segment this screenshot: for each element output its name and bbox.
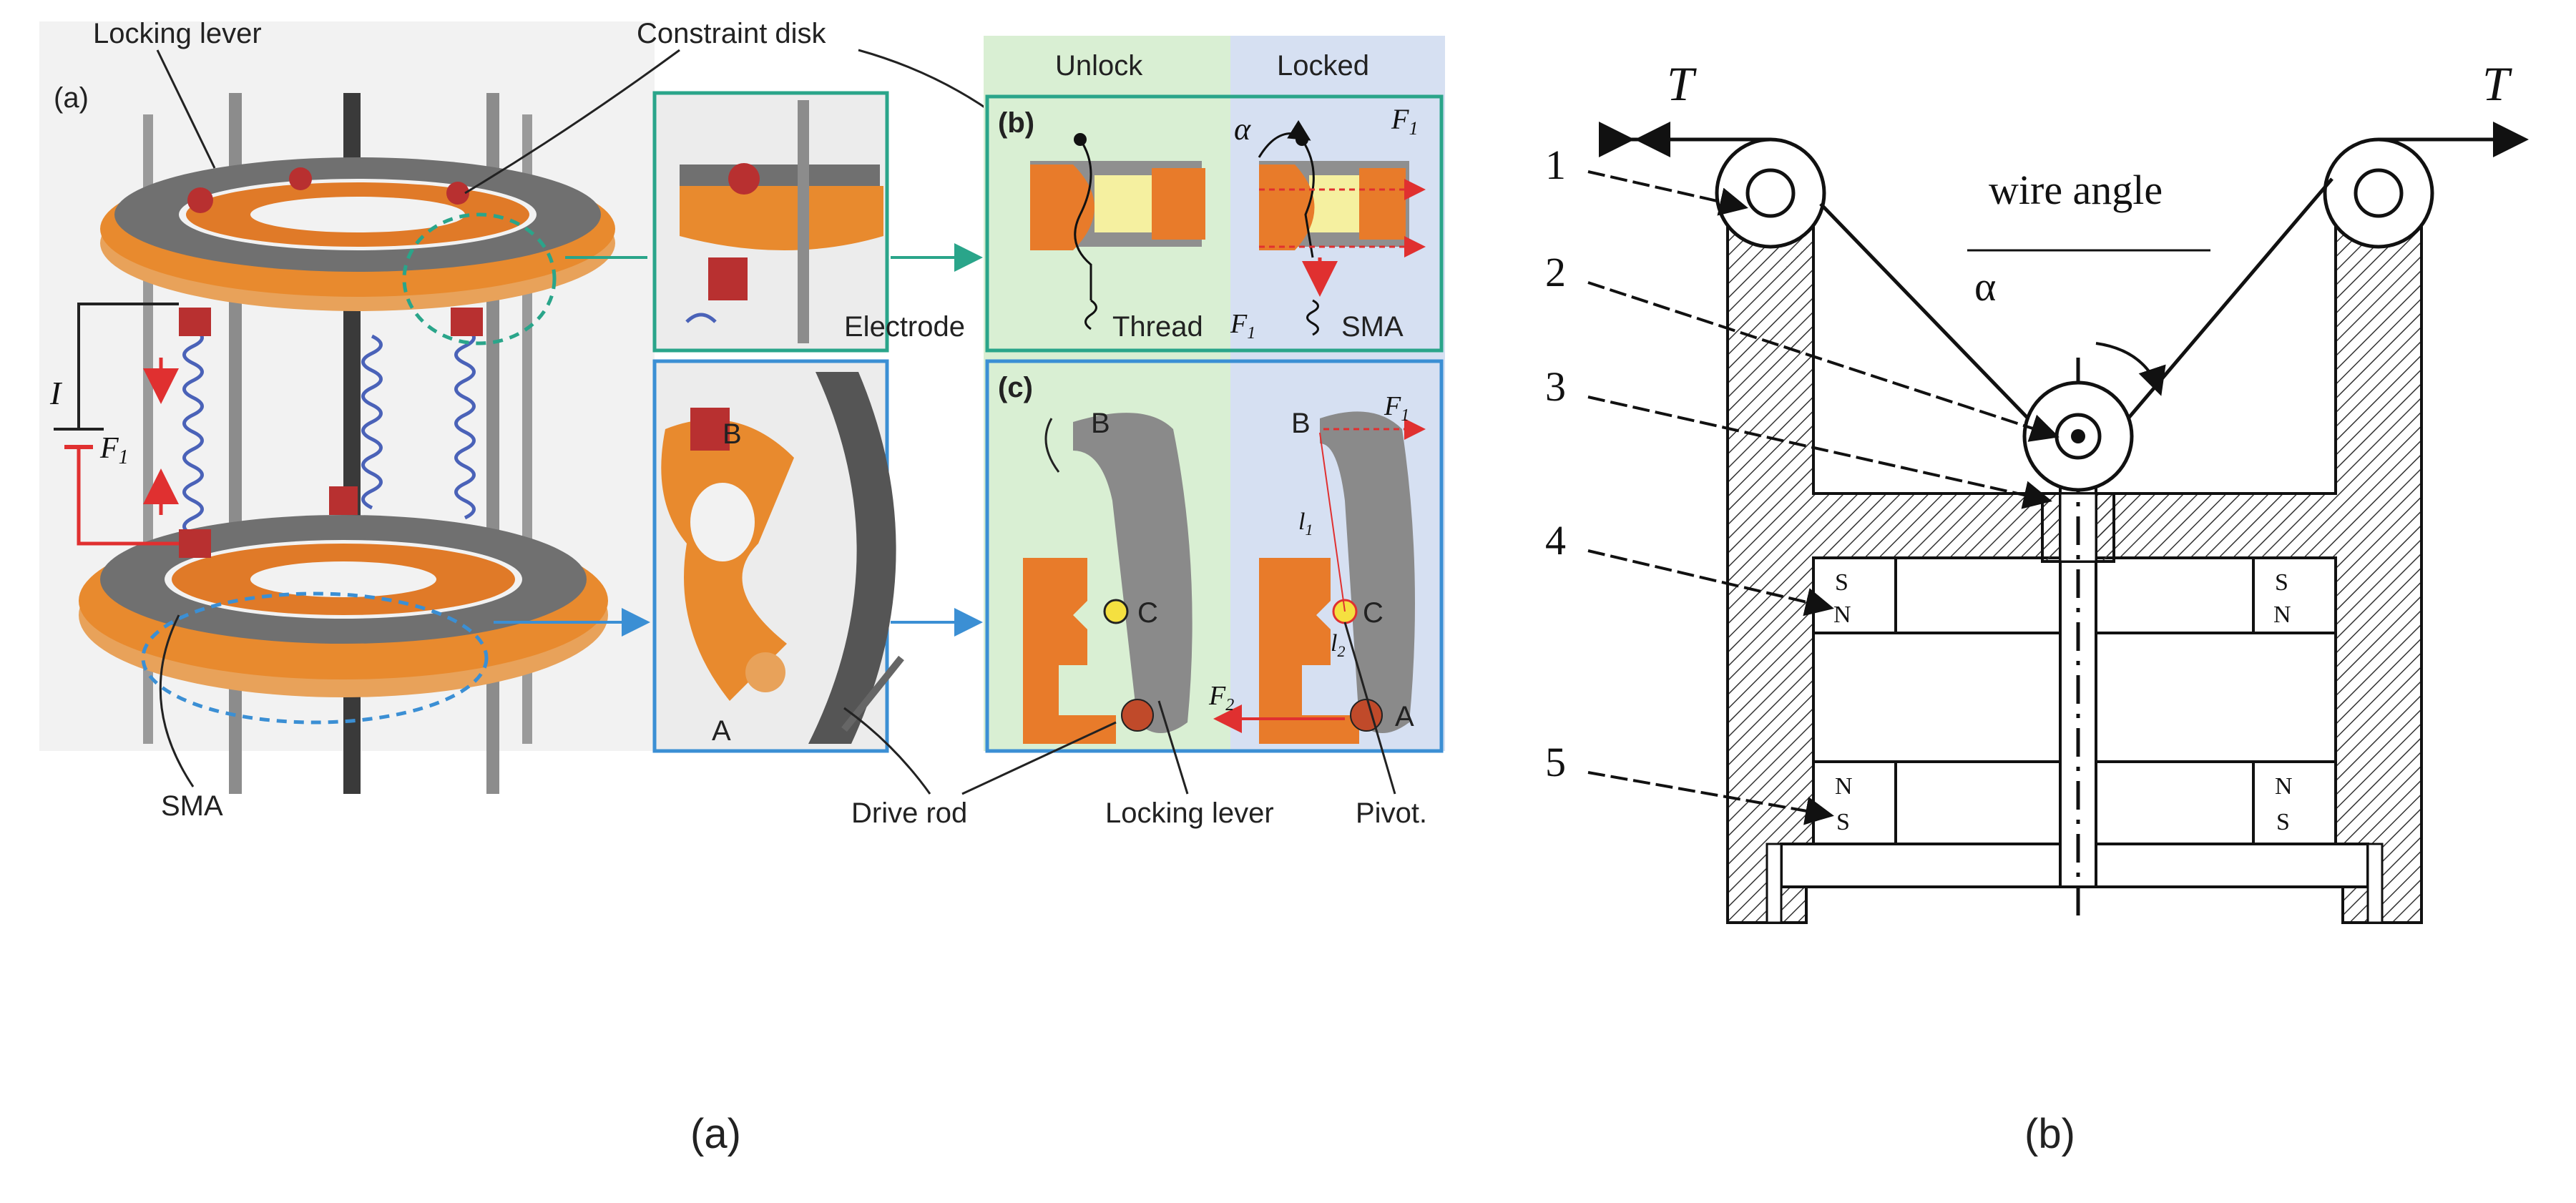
panel-a-label: (a) <box>54 82 89 114</box>
unlock-thread-mechanism <box>1030 133 1205 300</box>
locked-lever-mechanism <box>1213 411 1426 744</box>
panel-c-frame <box>985 359 1444 753</box>
locked-thread-mechanism <box>1258 119 1426 297</box>
wire-angle-label: wire angle <box>1989 167 2163 213</box>
top-constraint-disk <box>100 157 615 311</box>
zoom-detail-bottom <box>652 359 904 753</box>
magnet-bottom-left-s: S <box>1836 809 1850 835</box>
length-l1: l1 <box>1298 509 1313 539</box>
constraint-disk-label: Constraint disk <box>637 18 827 49</box>
point-c-locked: C <box>1363 597 1384 629</box>
wire-alpha-label: α <box>1974 263 1996 310</box>
unlock-header: Unlock <box>1055 50 1143 82</box>
wire-angle-arc <box>2095 342 2166 396</box>
locked-header: Locked <box>1277 50 1369 82</box>
left-pulley <box>1715 137 1826 249</box>
caption-left: (a) <box>690 1111 741 1157</box>
magnet-bottom-right-n: N <box>2275 773 2293 800</box>
constraint-disk-leader <box>464 49 680 195</box>
callout-2-leader <box>1587 281 2060 442</box>
panel-b-label: (b) <box>998 107 1034 139</box>
callout-4: 4 <box>1545 517 1566 564</box>
thread-spring-unlock <box>1084 299 1097 330</box>
drive-rod-leader <box>961 721 1117 795</box>
tension-label-left: T <box>1667 57 1697 111</box>
pivot-label: Pivot. <box>1356 797 1427 829</box>
wire-right-span <box>2127 177 2333 420</box>
center-pulley <box>2022 380 2134 492</box>
callout-5: 5 <box>1545 739 1566 785</box>
locking-lever-bottom-label: Locking lever <box>1105 797 1274 829</box>
magnet-top-left <box>1812 556 1897 634</box>
alpha-symbol: α <box>1234 112 1251 147</box>
force-f1-locked-b: F1 <box>1391 103 1418 139</box>
point-b-locked: B <box>1291 408 1311 439</box>
point-b-unlock: B <box>1091 408 1110 439</box>
callout-2: 2 <box>1545 249 1566 295</box>
top-lever-block <box>179 308 211 336</box>
force-f1-spring-b: F1 <box>1230 309 1255 343</box>
unlock-lever-mechanism <box>1023 413 1192 744</box>
zoom-point-b: B <box>723 418 742 450</box>
magnet-top-right-s: S <box>2275 569 2288 596</box>
base-right-foot <box>2366 843 2384 924</box>
magnet-top-right-n: N <box>2273 602 2291 628</box>
point-c-unlock: C <box>1137 597 1158 629</box>
right-figure: S N S N N S N S <box>1545 57 2529 924</box>
caption-right: (b) <box>2024 1111 2075 1157</box>
magnet-bottom-left <box>1812 760 1897 845</box>
panel-c-label: (c) <box>998 372 1033 403</box>
base-left-foot <box>1766 843 1783 924</box>
point-a-locked: A <box>1395 701 1414 732</box>
magnet-top-left-s: S <box>1835 569 1848 596</box>
electrode-label: Electrode <box>844 311 965 343</box>
drive-rod-leader-2 <box>843 707 931 795</box>
force-f1-locked-c: F1 <box>1384 391 1409 425</box>
electrical-circuit <box>54 303 179 546</box>
panel-b-frame <box>985 94 1444 353</box>
callout-4-leader <box>1587 549 1834 617</box>
callout-5-leader <box>1587 771 1834 825</box>
pivot-leader <box>1343 622 1396 795</box>
lever-region-highlight <box>141 591 489 725</box>
right-pulley <box>2323 137 2434 249</box>
callout-1: 1 <box>1545 142 1566 188</box>
callout-3-leader <box>1587 396 2052 509</box>
sma-label: SMA <box>161 790 223 822</box>
magnet-bottom-right-s: S <box>2276 809 2290 835</box>
locking-lever-leader <box>156 49 216 169</box>
magnet-bottom-left-n: N <box>1835 773 1853 800</box>
current-symbol: I <box>49 375 63 411</box>
force-f1-symbol: F1 <box>99 432 129 468</box>
zoom-point-a: A <box>712 715 731 747</box>
locking-lever-label: Locking lever <box>93 18 262 49</box>
drive-rod-label: Drive rod <box>851 797 967 829</box>
sma-spring-locked <box>1306 299 1319 336</box>
zoom-detail-top <box>652 91 889 353</box>
wire-left-span <box>1819 202 2029 420</box>
callout-3: 3 <box>1545 363 1566 410</box>
sma-small-label: SMA <box>1341 311 1404 343</box>
top-lever-block-right <box>451 308 483 336</box>
locking-lever-bottom-leader <box>1157 700 1189 795</box>
magnet-top-right <box>2252 556 2337 634</box>
force-f2-locked-c: F2 <box>1208 681 1234 715</box>
magnet-bottom-right <box>2252 760 2337 845</box>
unlock-region-highlight <box>402 212 557 345</box>
callout-1-leader <box>1587 170 1748 216</box>
sma-springs <box>182 327 476 537</box>
tension-label-right: T <box>2482 57 2512 111</box>
thread-label: Thread <box>1112 311 1203 343</box>
left-figure: I F1 (a) Locking lever Constraint disk S… <box>39 18 1445 829</box>
magnet-top-left-n: N <box>1833 602 1851 628</box>
sma-leader <box>159 614 195 787</box>
length-l2: l2 <box>1331 630 1345 660</box>
